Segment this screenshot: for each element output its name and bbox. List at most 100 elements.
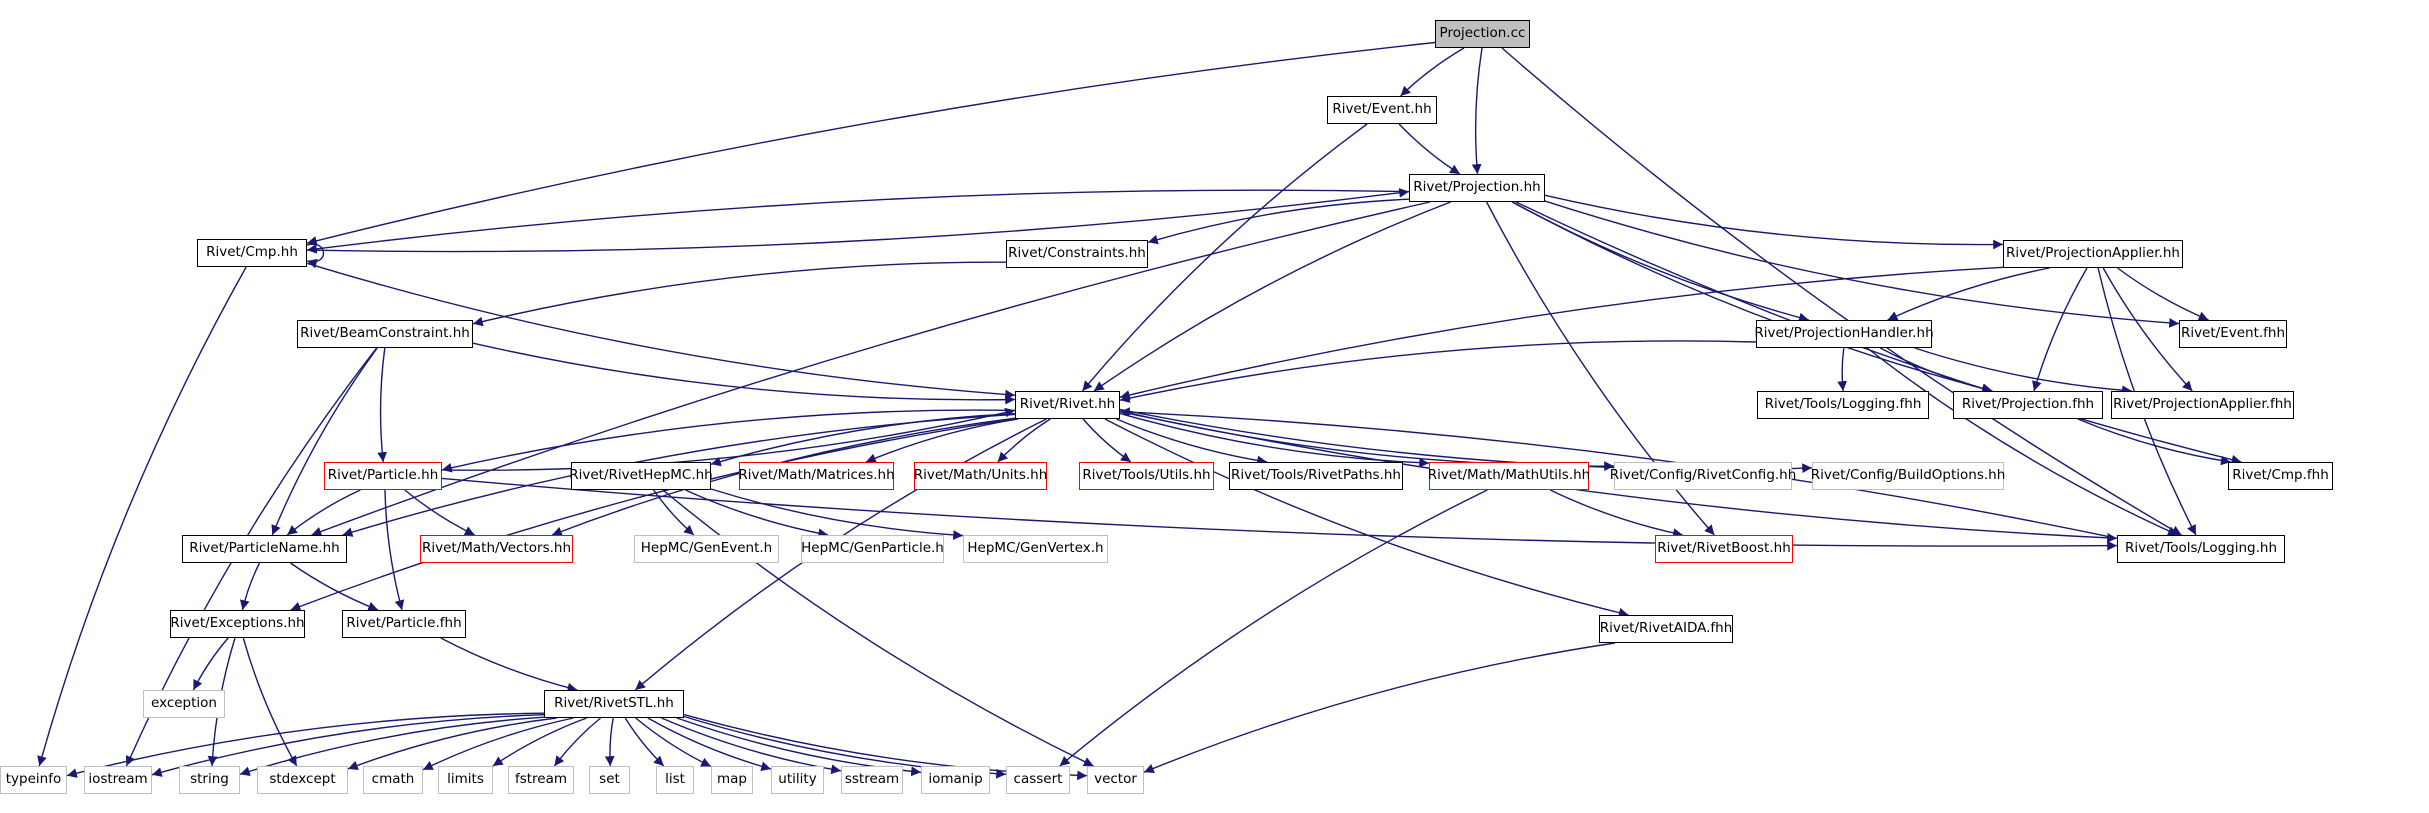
- dependency-edge: [192, 637, 229, 691]
- dependency-edge: [653, 489, 695, 536]
- dependency-edge: [441, 409, 1016, 473]
- dependency-edge: [553, 717, 602, 767]
- dependency-edge: [647, 717, 772, 772]
- dependency-edge: [2077, 418, 2231, 466]
- dependency-edge: [306, 262, 1016, 400]
- dependency-edge: [239, 562, 261, 611]
- dependency-edge: [311, 201, 1431, 537]
- dependency-edge: [1398, 123, 1461, 175]
- dependency-edge: [1549, 489, 1683, 538]
- dependency-edge: [347, 717, 557, 771]
- graph-node[interactable]: Rivet/Math/MathUtils.hh: [1428, 462, 1590, 490]
- graph-node: fstream: [508, 766, 574, 794]
- dependency-edge: [1119, 411, 2118, 543]
- dependency-edge: [1104, 418, 1629, 618]
- dependency-edge: [1119, 408, 1813, 474]
- dependency-edge: [710, 413, 1016, 467]
- dependency-edge: [242, 637, 298, 767]
- dependency-edge: [1400, 47, 1465, 97]
- dependency-edge: [1866, 347, 2179, 536]
- graph-node[interactable]: Rivet/Particle.fhh: [342, 610, 466, 638]
- graph-node[interactable]: Rivet/Tools/Logging.fhh: [1757, 391, 1929, 419]
- graph-node: HepMC/GenEvent.h: [634, 535, 779, 563]
- graph-node[interactable]: Rivet/Exceptions.hh: [170, 610, 305, 638]
- dependency-edge: [1119, 340, 1757, 403]
- dependency-edge: [286, 489, 361, 536]
- graph-node[interactable]: Rivet/Particle.hh: [324, 462, 442, 490]
- dependency-edge: [1879, 347, 1992, 394]
- dependency-edge: [342, 413, 1016, 537]
- graph-node[interactable]: Rivet/Math/Vectors.hh: [420, 535, 573, 563]
- dependency-edge: [306, 189, 1410, 254]
- graph-node: vector: [1087, 766, 1144, 794]
- graph-node[interactable]: Rivet/Event.hh: [1327, 96, 1437, 124]
- graph-node[interactable]: Rivet/ParticleName.hh: [182, 535, 347, 563]
- dependency-edge: [472, 261, 1007, 327]
- dependency-edge: [1501, 47, 2182, 536]
- graph-node[interactable]: Rivet/Tools/Utils.hh: [1079, 462, 1214, 490]
- dependency-edge: [306, 243, 324, 269]
- dependency-edge: [1471, 47, 1483, 175]
- dependency-edge: [66, 712, 545, 778]
- graph-node[interactable]: Rivet/Projection.fhh: [1953, 391, 2103, 419]
- graph-node[interactable]: Rivet/RivetBoost.hh: [1655, 535, 1793, 563]
- dependency-edge: [422, 717, 574, 771]
- graph-node: iomanip: [921, 766, 990, 794]
- graph-node[interactable]: Rivet/Event.fhh: [2179, 320, 2287, 348]
- graph-node[interactable]: Rivet/Math/Matrices.hh: [738, 462, 895, 490]
- dependency-edge: [2102, 267, 2193, 392]
- dependency-edge: [685, 489, 829, 539]
- dependency-edge: [290, 418, 1016, 612]
- graph-node: typeinfo: [0, 766, 67, 794]
- dependency-edge: [472, 342, 1016, 405]
- graph-node[interactable]: Rivet/ProjectionApplier.hh: [2003, 240, 2183, 268]
- dependency-edge: [662, 489, 1094, 767]
- dependency-edge: [290, 562, 379, 611]
- graph-node[interactable]: Rivet/BeamConstraint.hh: [297, 320, 473, 348]
- graph-node: Rivet/Config/RivetConfig.hh: [1610, 462, 1796, 490]
- graph-node[interactable]: Rivet/Constraints.hh: [1006, 240, 1148, 268]
- dependency-edge: [2117, 267, 2209, 321]
- dependency-edge: [239, 716, 545, 777]
- dependency-edge: [1081, 123, 1368, 392]
- graph-node[interactable]: Rivet/Cmp.hh: [197, 239, 307, 267]
- dependency-edge: [1116, 418, 1268, 466]
- dependency-edge: [635, 717, 712, 768]
- dependency-edge: [676, 717, 922, 777]
- dependency-edge: [1485, 201, 1715, 536]
- graph-node: sstream: [841, 766, 903, 794]
- dependency-edge: [997, 418, 1051, 463]
- graph-node: exception: [143, 690, 225, 718]
- dependency-edges: [37, 41, 2242, 781]
- graph-node: HepMC/GenParticle.h: [801, 535, 944, 563]
- graph-node: list: [656, 766, 694, 794]
- graph-node: Rivet/Config/BuildOptions.hh: [1811, 462, 2005, 490]
- graph-node: set: [589, 766, 630, 794]
- graph-node: utility: [771, 766, 824, 794]
- graph-node: string: [179, 766, 240, 794]
- dependency-edge: [1147, 198, 1410, 245]
- graph-node[interactable]: Rivet/ProjectionApplier.fhh: [2111, 391, 2294, 419]
- graph-node[interactable]: Rivet/RivetHepMC.hh: [569, 462, 713, 490]
- dependency-edge: [377, 347, 388, 463]
- dependency-edge: [384, 489, 405, 611]
- graph-node[interactable]: Rivet/ProjectionHandler.hh: [1754, 320, 1934, 348]
- dependency-edge: [1544, 200, 2180, 328]
- graph-node[interactable]: Rivet/RivetAIDA.fhh: [1599, 615, 1733, 643]
- dependency-edge: [306, 187, 1410, 253]
- dependency-edge: [624, 717, 665, 767]
- graph-node[interactable]: Rivet/Math/Units.hh: [914, 462, 1047, 490]
- graph-node[interactable]: Rivet/Cmp.fhh: [2228, 462, 2333, 490]
- graph-node[interactable]: Rivet/Tools/RivetPaths.hh: [1229, 462, 1403, 490]
- dependency-edge: [1059, 489, 1488, 767]
- graph-node[interactable]: Rivet/Rivet.hh: [1015, 391, 1120, 419]
- dependency-edge: [37, 266, 247, 767]
- graph-node[interactable]: Rivet/Projection.hh: [1409, 174, 1545, 202]
- graph-node[interactable]: Rivet/RivetSTL.hh: [544, 690, 684, 718]
- dependency-edge: [1082, 418, 1132, 463]
- dependency-edge: [151, 714, 545, 777]
- graph-node[interactable]: Rivet/Tools/Logging.hh: [2117, 535, 2285, 563]
- graph-node: Projection.cc: [1435, 20, 1530, 48]
- dependency-edge: [306, 41, 1436, 246]
